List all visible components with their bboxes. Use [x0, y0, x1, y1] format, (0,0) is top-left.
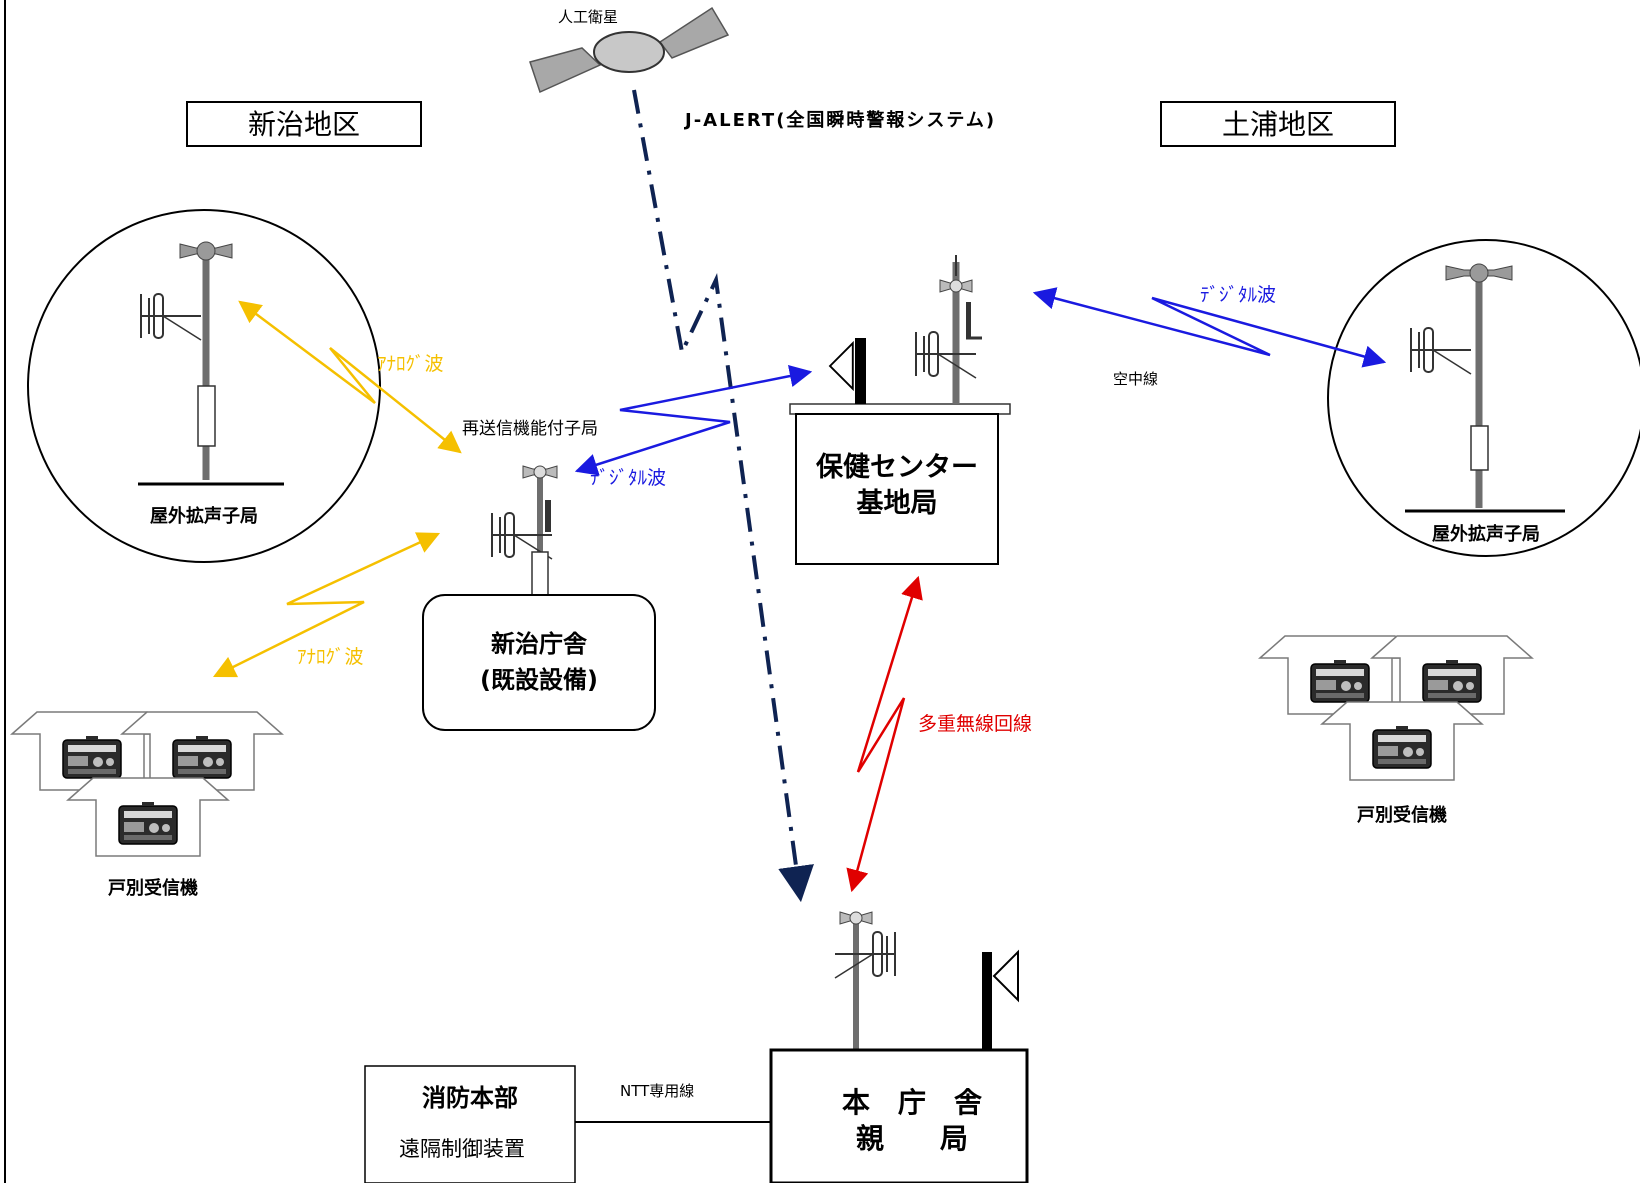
- region-label-tsuchiura: 土浦地区: [1222, 108, 1334, 141]
- outdoor-station-right: [1327, 239, 1640, 557]
- household-receivers-right: [1260, 636, 1532, 780]
- niihari-office-sublabel: (既設設備): [480, 666, 598, 694]
- analog-wave-label-2: ｱﾅﾛｸﾞ波: [297, 646, 364, 668]
- relay-station-pole: [491, 465, 558, 597]
- digital-wave-label-2: ﾃﾞｼﾞﾀﾙ波: [1200, 284, 1276, 306]
- fire-hq-box: 消防本部 遠隔制御装置: [364, 1065, 576, 1183]
- jalert-label: J‐ALERT(全国瞬時警報システム): [683, 109, 996, 131]
- digital-wave-relay: [574, 364, 813, 476]
- health-center-label: 保健センター: [815, 452, 978, 483]
- outdoor-station-left-label: 屋外拡声子局: [150, 505, 258, 527]
- satellite-icon: [529, 6, 730, 94]
- analog-wave-label-1: ｱﾅﾛｸﾞ波: [377, 353, 444, 375]
- health-center-sublabel: 基地局: [857, 488, 938, 519]
- outdoor-station-left: [27, 209, 381, 563]
- jalert-line: [632, 89, 814, 903]
- satellite-label: 人工衛星: [558, 8, 618, 26]
- region-label-niihari: 新治地区: [248, 108, 360, 141]
- receiver-right-label: 戸別受信機: [1357, 804, 1447, 826]
- niihari-office-box: 新治庁舎 (既設設備): [422, 594, 656, 731]
- niihari-office-label: 新治庁舎: [491, 630, 588, 658]
- main-office-station: 本 庁 舎 親 局: [769, 911, 1029, 1183]
- region-box-niihari: 新治地区: [186, 101, 422, 147]
- digital-wave-label-1: ﾃﾞｼﾞﾀﾙ波: [590, 467, 666, 489]
- analog-wave-upper: [238, 300, 462, 454]
- remote-control-label: 遠隔制御装置: [399, 1137, 525, 1161]
- relay-station-label: 再送信機能付子局: [462, 419, 598, 439]
- main-office-label: 本 庁 舎: [842, 1086, 982, 1119]
- multiplex-line-label: 多重無線回線: [918, 713, 1032, 735]
- analog-wave-lower: [212, 532, 441, 678]
- aerial-line-label: 空中線: [1113, 370, 1158, 388]
- multiplex-radio-line: [846, 575, 923, 893]
- region-box-tsuchiura: 土浦地区: [1160, 101, 1396, 147]
- fire-hq-label: 消防本部: [422, 1084, 518, 1112]
- outdoor-station-right-label: 屋外拡声子局: [1432, 523, 1540, 545]
- digital-wave-right: [1032, 287, 1387, 368]
- health-center-station: 保健センター 基地局: [789, 255, 1011, 565]
- ntt-line-label: NTT専用線: [620, 1082, 694, 1100]
- household-receivers-left: [12, 712, 282, 856]
- receiver-left-label: 戸別受信機: [108, 877, 198, 899]
- main-office-sublabel: 親 局: [856, 1122, 968, 1155]
